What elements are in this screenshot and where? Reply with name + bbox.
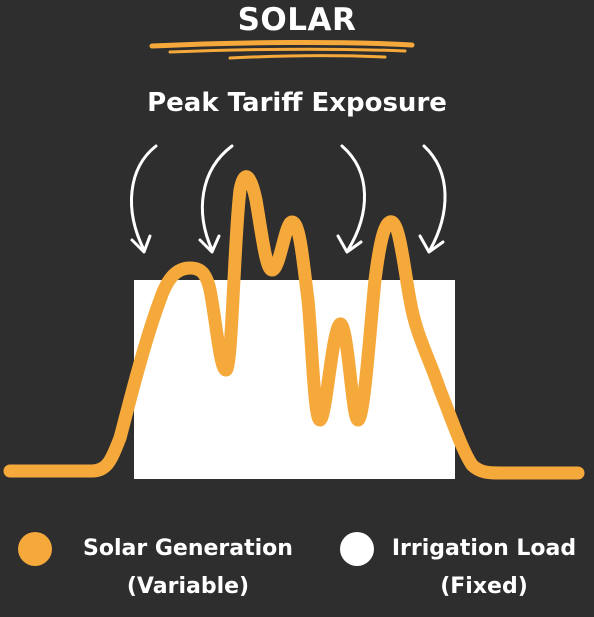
- legend-load-label: Irrigation Load: [391, 536, 577, 561]
- curved-arrow-down-icon: [130, 144, 158, 254]
- legend-load-note: (Fixed): [440, 574, 528, 599]
- legend-solar-note: (Variable): [126, 574, 250, 599]
- solar-generation-curve: [3, 170, 585, 480]
- diagram-subtitle: Peak Tariff Exposure: [147, 88, 447, 118]
- curved-arrow-down-icon: [418, 144, 447, 254]
- curved-arrow-down-icon: [198, 144, 234, 254]
- legend-solar-label: Solar Generation: [83, 536, 293, 561]
- irrigation-load-block: [134, 280, 455, 479]
- curved-arrow-down-icon: [336, 144, 366, 254]
- brush-underline-icon: [149, 39, 415, 60]
- page-title: SOLAR: [237, 2, 357, 38]
- legend-solar-swatch: [18, 532, 52, 566]
- legend-load-swatch: [340, 532, 374, 566]
